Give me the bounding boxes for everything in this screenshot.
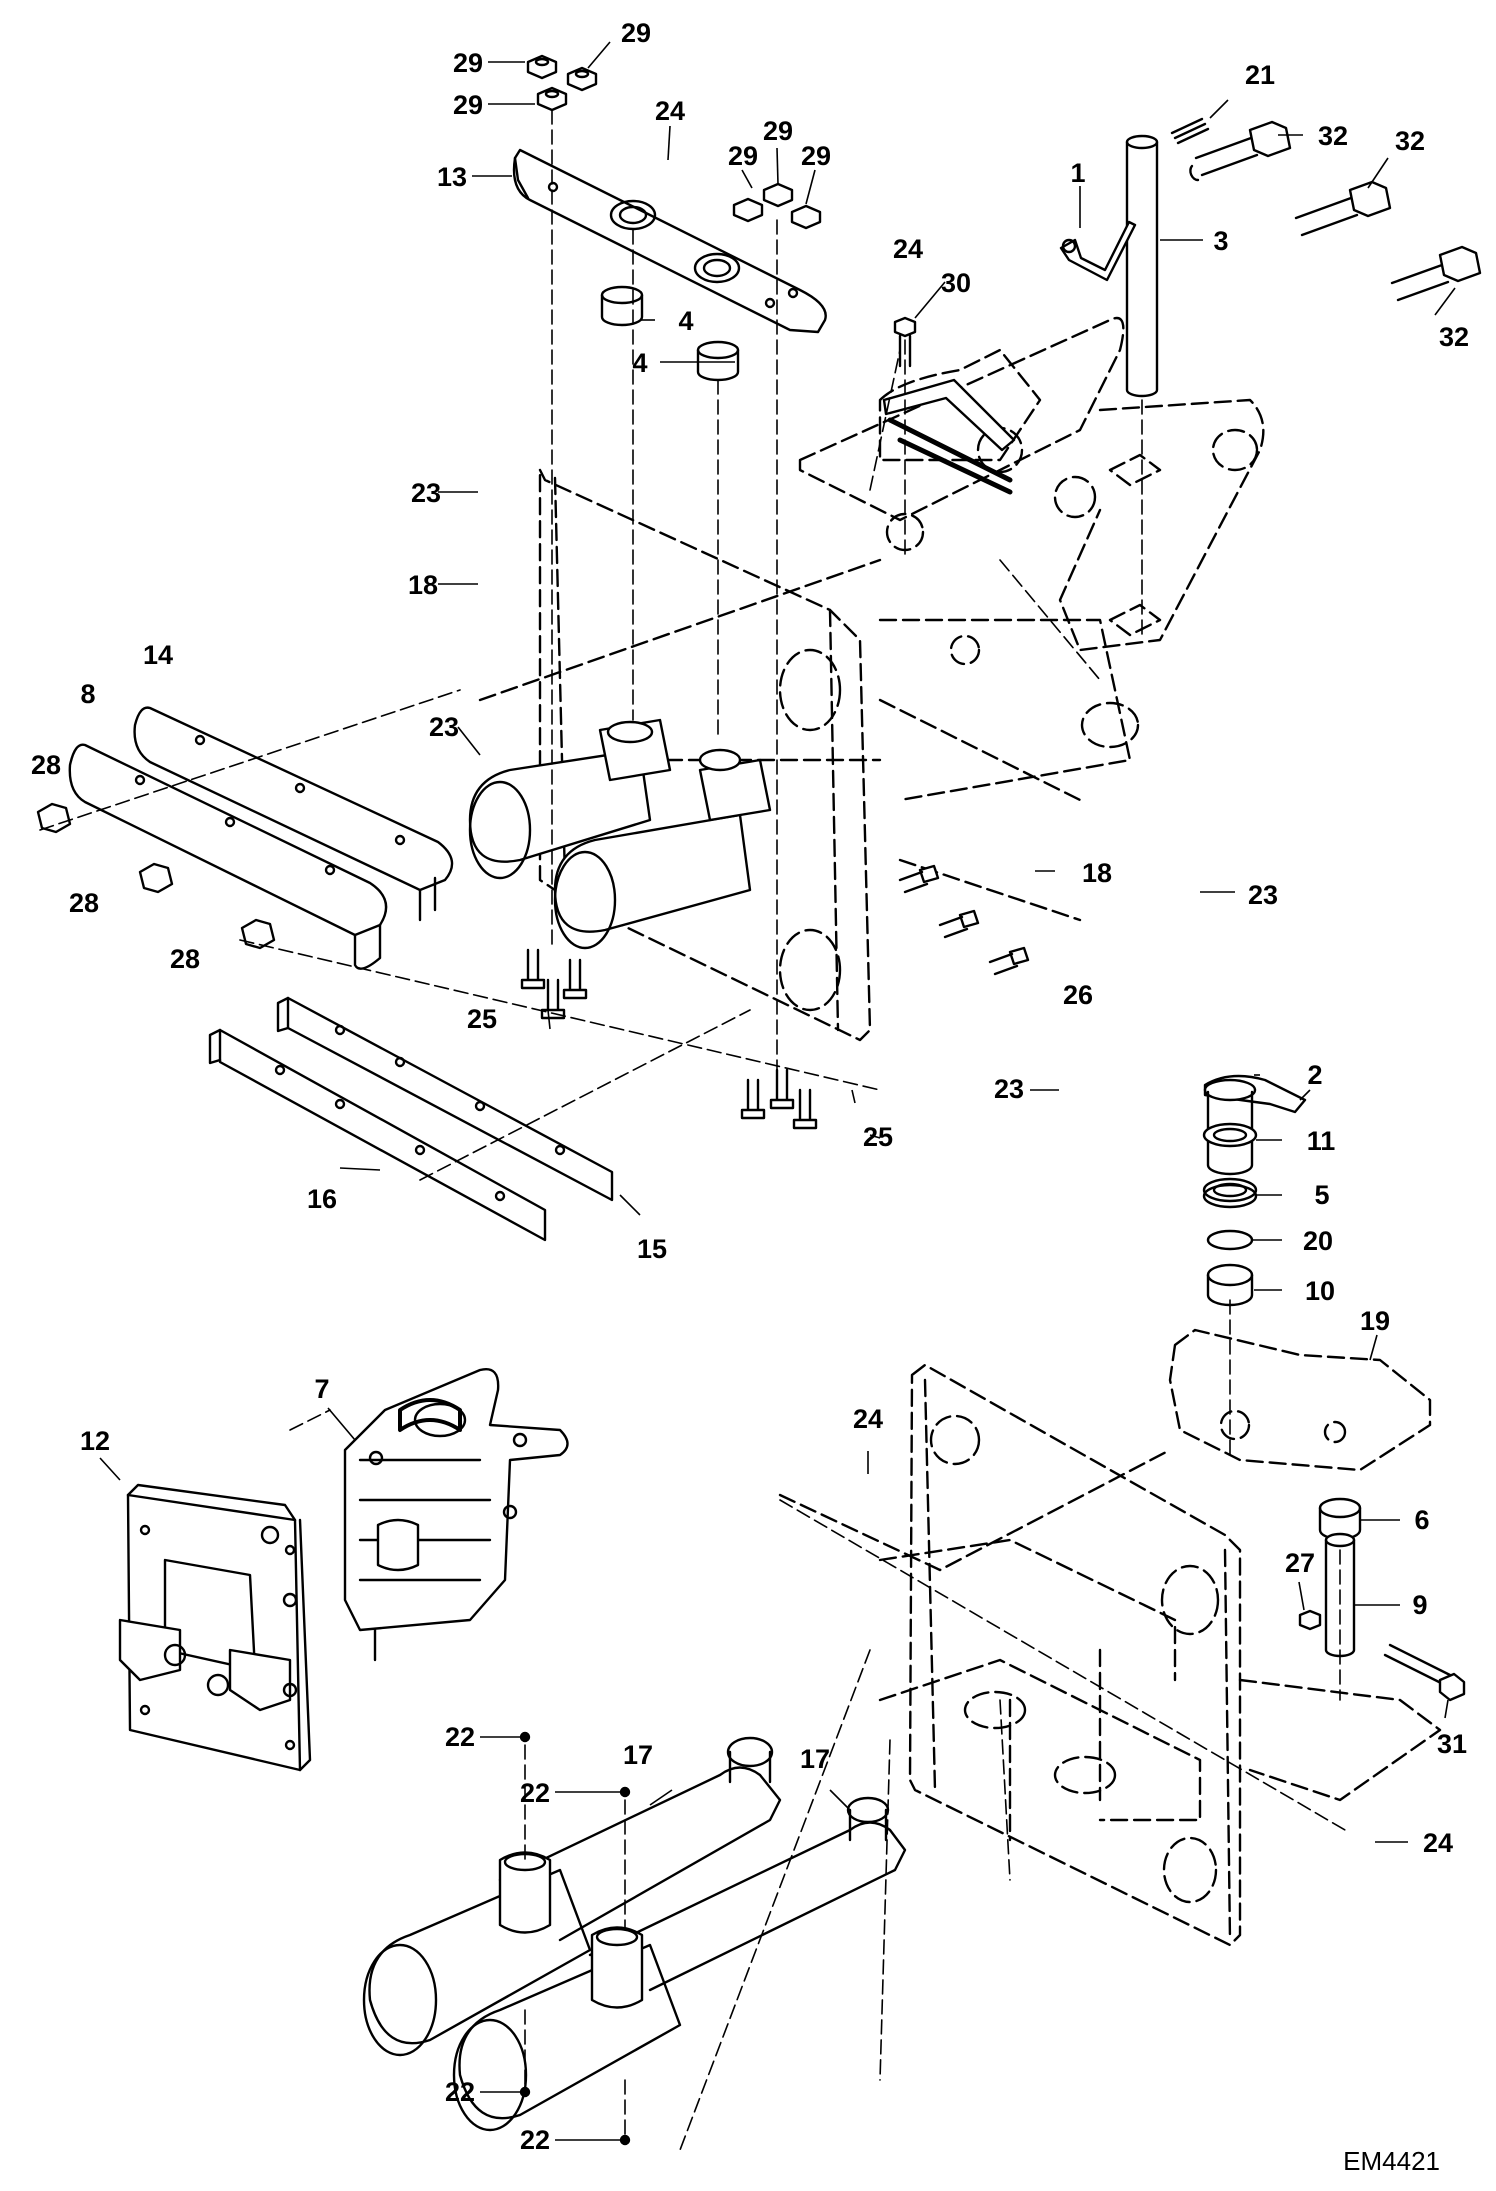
callout-26: 26 — [1063, 980, 1093, 1010]
callout-24: 24 — [893, 234, 923, 264]
swing-cylinder-17-a — [362, 1736, 782, 2057]
o-ring-20 — [1206, 1229, 1254, 1251]
callout-30: 30 — [941, 268, 971, 298]
callout-12: 12 — [80, 1426, 110, 1456]
callout-25: 25 — [467, 1004, 497, 1034]
callout-24: 24 — [853, 1404, 883, 1434]
callout-6: 6 — [1414, 1505, 1429, 1535]
pin-3 — [1125, 134, 1159, 398]
nut-27 — [1298, 1609, 1322, 1631]
bushing-6 — [1318, 1497, 1362, 1541]
washer-11 — [1202, 1122, 1258, 1148]
callout-22: 22 — [445, 2077, 475, 2107]
top-plate — [512, 148, 827, 334]
alignment-lines — [39, 109, 1346, 2151]
callout-28: 28 — [170, 944, 200, 974]
callout-23: 23 — [411, 478, 441, 508]
callout-28: 28 — [69, 888, 99, 918]
bushing-4 — [600, 285, 740, 382]
callout-27: 27 — [1285, 1548, 1315, 1578]
callout-25: 25 — [863, 1122, 893, 1152]
callout-labels: 29 29 29 29 29 29 24 24 24 24 13 21 32 3… — [31, 18, 1469, 2155]
callout-22: 22 — [520, 2125, 550, 2155]
callout-22: 22 — [520, 1778, 550, 1808]
callout-29: 29 — [453, 48, 483, 78]
callout-4: 4 — [632, 348, 647, 378]
bushing-10 — [1206, 1263, 1254, 1307]
callout-leaders — [99, 41, 1456, 2141]
callout-8: 8 — [80, 679, 95, 709]
callout-23: 23 — [429, 712, 459, 742]
callout-20: 20 — [1303, 1226, 1333, 1256]
callout-22: 22 — [445, 1722, 475, 1752]
callout-4: 4 — [678, 306, 693, 336]
spring-21 — [1170, 117, 1210, 145]
callout-29: 29 — [453, 90, 483, 120]
callout-13: 13 — [437, 162, 467, 192]
callout-31: 31 — [1437, 1729, 1467, 1759]
cylinder-upper-1 — [468, 718, 672, 880]
wear-bar-14 — [133, 706, 454, 922]
swing-casting-7 — [343, 1368, 569, 1662]
callout-7: 7 — [314, 1374, 329, 1404]
callout-18: 18 — [408, 570, 438, 600]
bolt-31 — [1383, 1643, 1466, 1702]
callout-24: 24 — [1423, 1828, 1453, 1858]
pin-2 — [1203, 1074, 1307, 1176]
callout-24: 24 — [655, 96, 685, 126]
callout-29: 29 — [728, 141, 758, 171]
callout-18: 18 — [1082, 858, 1112, 888]
callout-23: 23 — [1248, 880, 1278, 910]
swing-cylinder-17-b — [452, 1796, 907, 2132]
callout-2: 2 — [1307, 1060, 1322, 1090]
callout-10: 10 — [1305, 1276, 1335, 1306]
callout-15: 15 — [637, 1234, 667, 1264]
swing-frame-lower — [778, 1328, 1442, 1947]
nut-28 — [36, 802, 276, 950]
bolt-26 — [898, 864, 1030, 976]
mount-plate-12 — [118, 1483, 312, 1772]
callout-19: 19 — [1360, 1306, 1390, 1336]
lynch-pin-1 — [1059, 220, 1137, 282]
callout-21: 21 — [1245, 60, 1275, 90]
callout-29: 29 — [763, 116, 793, 146]
swing-casting-top-solid — [882, 378, 1016, 495]
seal-5 — [1202, 1177, 1258, 1209]
callout-1: 1 — [1070, 158, 1085, 188]
wear-strip-16 — [208, 1028, 547, 1242]
callout-11: 11 — [1307, 1126, 1336, 1156]
callout-3: 3 — [1213, 226, 1228, 256]
drawing-number: EM4421 — [1343, 2146, 1440, 2176]
callout-17: 17 — [623, 1740, 653, 1770]
callout-29: 29 — [801, 141, 831, 171]
nut-29-cluster-right — [732, 182, 822, 230]
callout-5: 5 — [1314, 1180, 1329, 1210]
wear-strip-15 — [276, 996, 614, 1202]
callout-32: 32 — [1318, 121, 1348, 151]
cylinder-upper-2 — [553, 748, 772, 950]
callout-23: 23 — [994, 1074, 1024, 1104]
bolt-25 — [520, 948, 818, 1130]
swing-frame-upper — [478, 316, 1265, 1042]
callout-32: 32 — [1395, 126, 1425, 156]
callout-14: 14 — [143, 640, 173, 670]
callout-9: 9 — [1412, 1590, 1427, 1620]
callout-28: 28 — [31, 750, 61, 780]
bolt-32 — [1189, 120, 1482, 302]
callout-16: 16 — [307, 1184, 337, 1214]
callout-32: 32 — [1439, 322, 1469, 352]
callout-17: 17 — [800, 1744, 830, 1774]
callout-29: 29 — [621, 18, 651, 48]
nut-29-cluster-left — [526, 54, 598, 112]
